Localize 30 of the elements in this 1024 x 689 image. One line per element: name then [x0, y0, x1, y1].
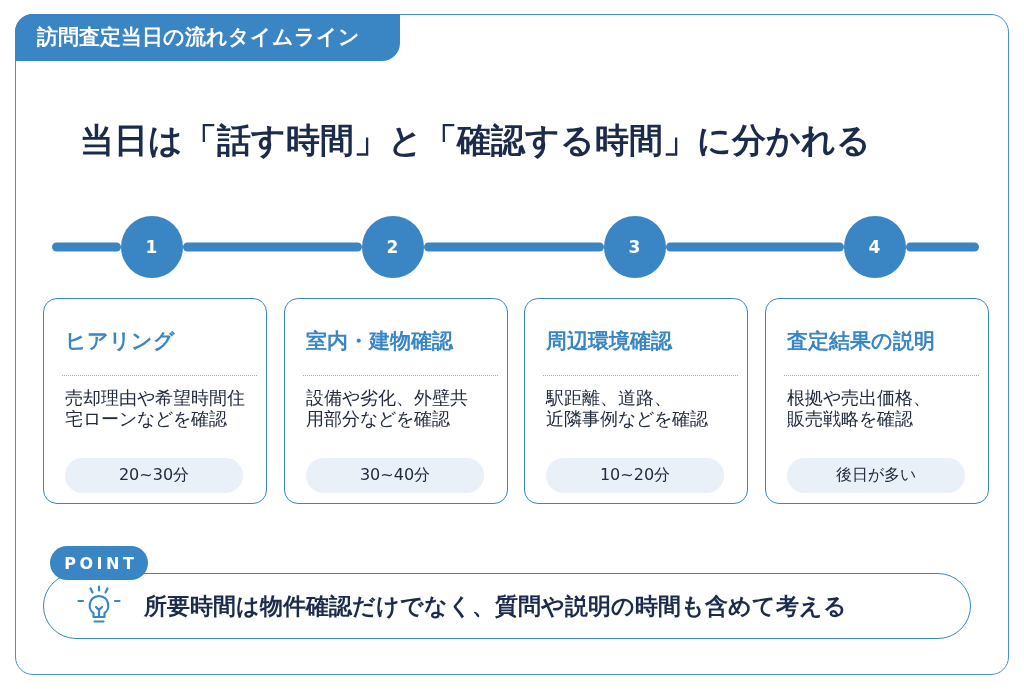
timeline-line [182, 242, 362, 251]
step-card [523, 297, 748, 504]
step-card [283, 297, 508, 504]
timeline-line [51, 242, 121, 251]
point-badge: POINT [50, 546, 148, 580]
duration-pill: 10~20分 [546, 458, 724, 493]
duration-pill: 20~30分 [65, 458, 243, 493]
step-circle: 3 [603, 215, 666, 278]
card-text: 売却理由や希望時間住宅ローンなどを確認 [65, 388, 246, 430]
duration-pill: 後日が多い [787, 458, 965, 493]
timeline-line [665, 242, 844, 251]
step-card [764, 297, 989, 504]
card-heading: 室内・建物確認 [306, 329, 453, 353]
timeline-line [423, 242, 604, 251]
card-text: 駅距離、道路、近隣事例などを確認 [546, 388, 709, 430]
step-circle: 2 [361, 215, 424, 278]
step-circle: 4 [843, 215, 906, 278]
title-tab: 訪問査定当日の流れタイムライン [14, 13, 400, 61]
card-text: 設備や劣化、外壁共用部分などを確認 [306, 388, 469, 430]
card-heading: ヒアリング [65, 329, 175, 353]
point-text: 所要時間は物件確認だけでなく、質問や説明の時間も含めて考える [144, 592, 847, 620]
step-circle: 1 [120, 215, 183, 278]
heading: 当日は「話す時間」と「確認する時間」に分かれる [79, 118, 871, 162]
card-heading: 周辺環境確認 [546, 329, 672, 353]
timeline-line [905, 242, 979, 251]
step-card [42, 297, 267, 504]
card-heading: 査定結果の説明 [787, 329, 935, 353]
frame [15, 14, 1009, 675]
duration-pill: 30~40分 [306, 458, 484, 493]
card-text: 根拠や売出価格、販売戦略を確認 [787, 388, 932, 430]
